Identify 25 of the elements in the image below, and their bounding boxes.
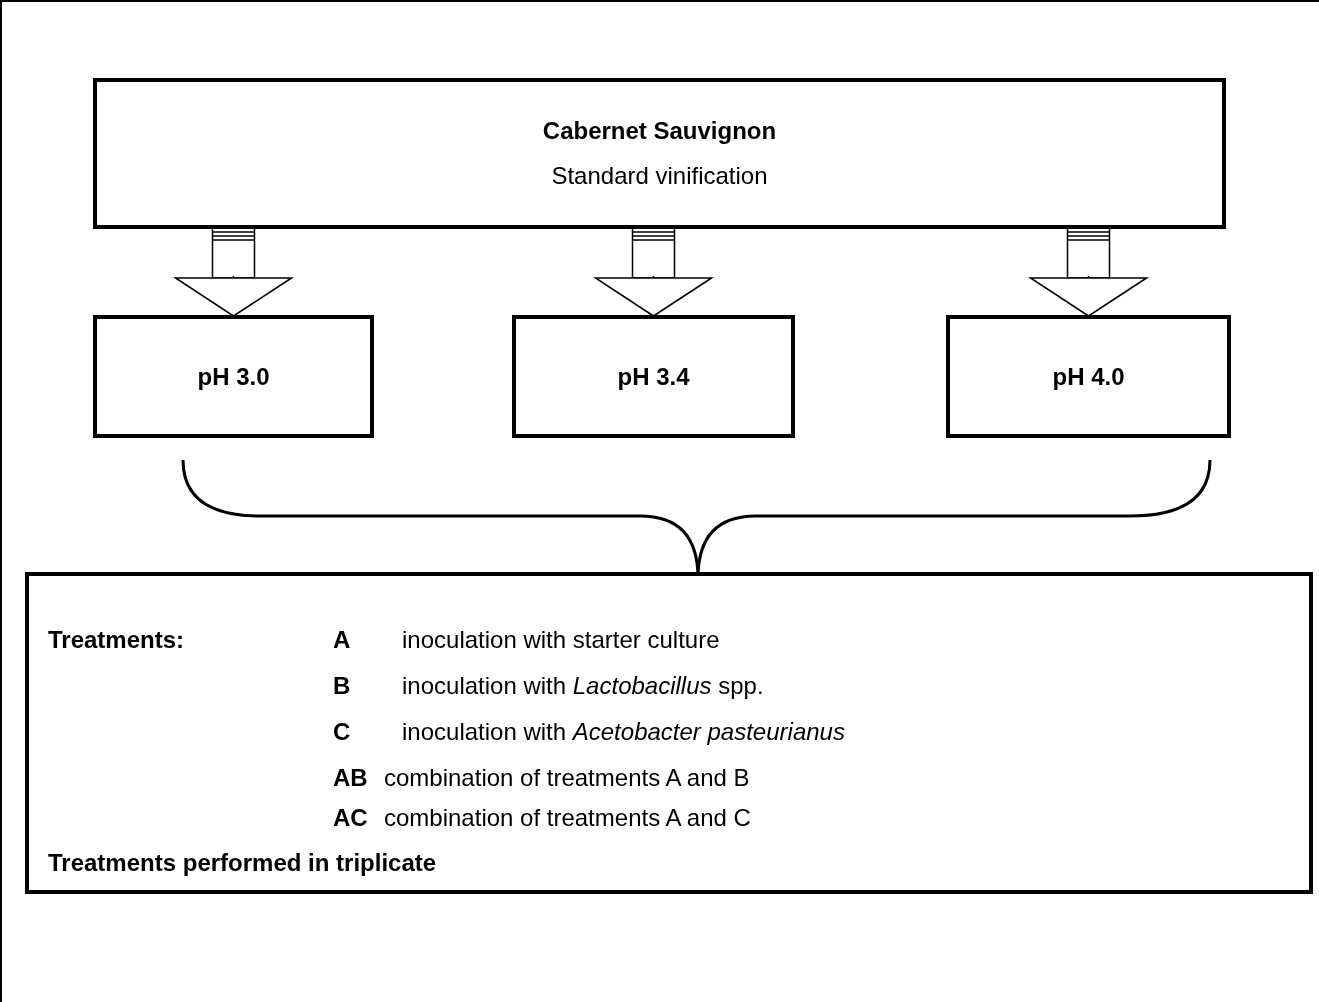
treatment-code: AC xyxy=(333,803,368,833)
box-label: pH 3.0 xyxy=(197,361,270,392)
treatment-code: A xyxy=(333,625,351,655)
process-box xyxy=(93,78,1226,229)
process-box xyxy=(93,315,374,438)
treatment-description: inoculation with Lactobacillus spp. xyxy=(402,671,764,701)
treatment-box xyxy=(25,572,1313,894)
block-arrow xyxy=(174,227,293,317)
list-heading: Treatments: xyxy=(48,625,185,655)
treatment-code: C xyxy=(333,717,351,747)
block-arrow xyxy=(594,227,713,317)
treatment-description: inoculation with starter culture xyxy=(402,625,720,655)
treatment-description: combination of treatments A and B xyxy=(384,763,750,793)
block-arrow xyxy=(1029,227,1148,317)
treatment-description: combination of treatments A and C xyxy=(384,803,751,833)
box-label: pH 3.4 xyxy=(617,361,690,392)
body-text: Standard vinification xyxy=(551,161,768,191)
box-label: pH 4.0 xyxy=(1052,361,1125,392)
process-box xyxy=(946,315,1231,438)
note: Treatments performed in triplicate xyxy=(48,848,437,878)
treatment-code: AB xyxy=(333,763,368,793)
treatment-description: inoculation with Acetobacter pasteurianus xyxy=(402,717,845,747)
process-box xyxy=(512,315,795,438)
heading: Cabernet Sauvignon xyxy=(542,116,777,146)
treatment-code: B xyxy=(333,671,351,701)
